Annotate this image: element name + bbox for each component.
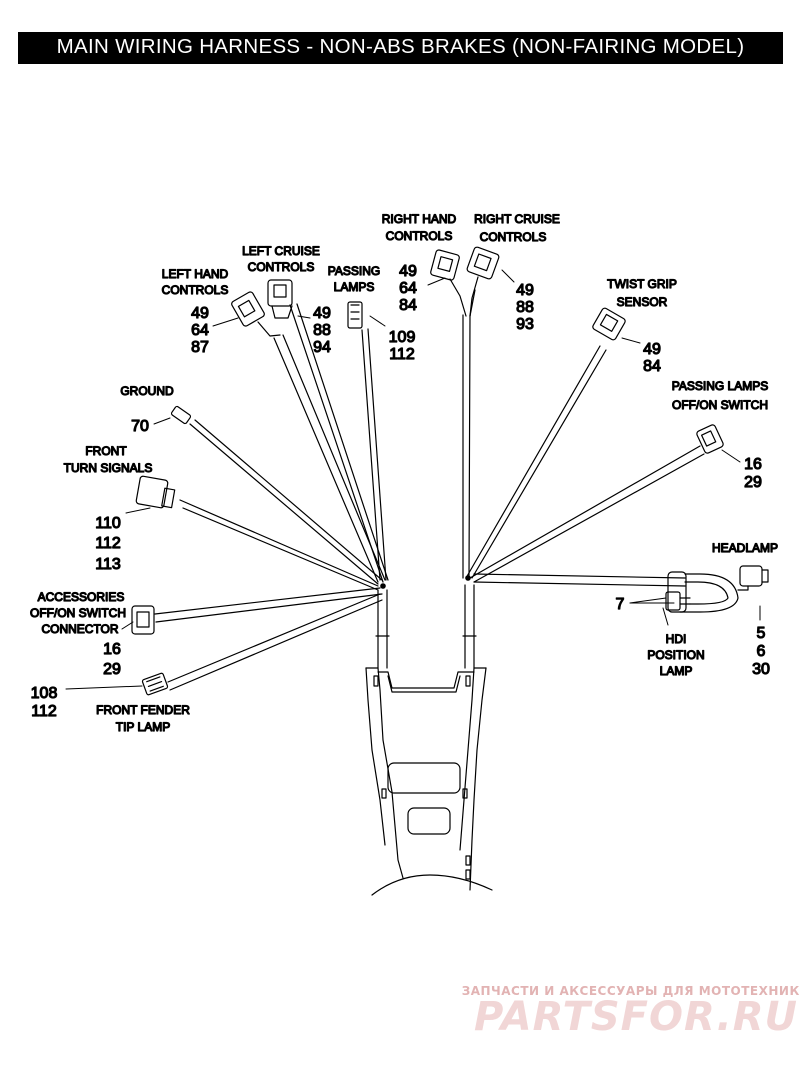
ref-turn-signals-1: 110 [95,515,121,532]
ref-headlamp-1: 5 [757,625,766,642]
label-hdi-2: POSITION [647,648,704,662]
component-labels: LEFT HAND CONTROLS 49 64 87 LEFT CRUISE … [29,211,778,734]
watermark-brand: PARTSFOR.RU [474,994,798,1040]
ref-right-cruise-3: 93 [516,316,534,333]
ref-right-hand-2: 64 [399,280,417,297]
ref-right-hand-3: 84 [399,297,417,314]
label-left-hand-2: CONTROLS [162,283,229,297]
connector-turn-signals [135,475,176,509]
label-fender-tip-1: FRONT FENDER [96,703,190,717]
connector-right-hand [430,249,467,317]
ref-headlamp-3: 30 [752,661,770,678]
ref-left-hand-1: 49 [191,305,209,322]
connector-headlamp [667,565,769,613]
label-passing-lamps-1: PASSING [328,264,380,278]
harness-branches [154,289,705,691]
connector-accessories [131,605,155,635]
label-right-hand-1: RIGHT HAND [382,212,457,226]
label-passing-switch-2: OFF/ON SWITCH [672,398,768,412]
label-left-cruise-1: LEFT CRUISE [242,244,320,258]
ref-passing-switch-1: 16 [744,456,762,473]
ref-passing-lamps-1: 109 [389,329,416,346]
ref-twist-grip-2: 84 [643,358,661,375]
label-left-cruise-2: CONTROLS [248,260,315,274]
ref-left-hand-3: 87 [191,339,209,356]
leader-lines [65,269,761,690]
ref-fender-tip-1: 108 [31,685,58,702]
connector-right-cruise [466,246,500,317]
ref-passing-lamps-2: 112 [389,346,415,363]
ref-ground: 70 [131,418,149,435]
connector-passing-lamps [347,301,363,329]
connector-left-cruise [267,279,293,319]
ref-fender-tip-2: 112 [31,703,57,720]
connector-fender-tip [141,672,169,696]
ref-passing-switch-2: 29 [744,474,762,491]
fork-body [365,667,493,896]
ref-hdi-lamp: 7 [616,596,625,613]
label-headlamp: HEADLAMP [712,541,778,555]
label-accessories-3: CONNECTOR [41,622,118,636]
ref-right-cruise-2: 88 [516,299,534,316]
label-turn-signals-1: FRONT [85,444,127,458]
ref-headlamp-2: 6 [757,643,766,660]
ref-left-cruise-1: 49 [313,305,331,322]
label-passing-lamps-2: LAMPS [334,280,375,294]
label-fender-tip-2: TIP LAMP [116,720,170,734]
label-turn-signals-2: TURN SIGNALS [64,461,153,475]
label-right-cruise-1: RIGHT CRUISE [474,212,560,226]
connector-passing-switch [696,424,724,454]
connector-hdi-lamp [665,591,691,611]
connector-left-hand [231,291,281,337]
connector-ground [170,405,192,425]
watermark-tagline: ЗАПЧАСТИ И АКСЕССУАРЫ ДЛЯ МОТОТЕХНИКИ [462,984,800,998]
label-hdi-1: HDI [666,632,687,646]
ref-accessories-2: 29 [103,661,121,678]
ref-accessories-1: 16 [103,641,121,658]
label-left-hand-1: LEFT HAND [162,267,229,281]
label-twist-grip-1: TWIST GRIP [607,277,677,291]
label-right-cruise-2: CONTROLS [480,230,547,244]
ref-left-cruise-2: 88 [313,322,331,339]
watermark: ЗАПЧАСТИ И АКСЕССУАРЫ ДЛЯ МОТОТЕХНИКИ PA… [462,984,800,1040]
harness-trunks [375,584,477,669]
diagram-title: MAIN WIRING HARNESS - NON-ABS BRAKES (NO… [56,35,745,58]
ref-twist-grip-1: 49 [643,341,661,358]
ref-right-hand-1: 49 [399,263,417,280]
connector-twist-grip [592,307,626,341]
ref-left-cruise-3: 94 [313,339,331,356]
label-accessories-2: OFF/ON SWITCH [30,606,126,620]
label-hdi-3: LAMP [660,664,693,678]
label-accessories-1: ACCESSORIES [38,590,125,604]
label-twist-grip-2: SENSOR [617,295,668,309]
ref-turn-signals-3: 113 [95,556,121,573]
label-ground: GROUND [120,384,174,398]
ref-turn-signals-2: 112 [95,535,121,552]
ref-left-hand-2: 64 [191,322,209,339]
title-bar: MAIN WIRING HARNESS - NON-ABS BRAKES (NO… [18,32,783,64]
label-passing-switch-1: PASSING LAMPS [672,379,768,393]
ref-right-cruise-1: 49 [516,282,534,299]
label-right-hand-2: CONTROLS [386,229,453,243]
